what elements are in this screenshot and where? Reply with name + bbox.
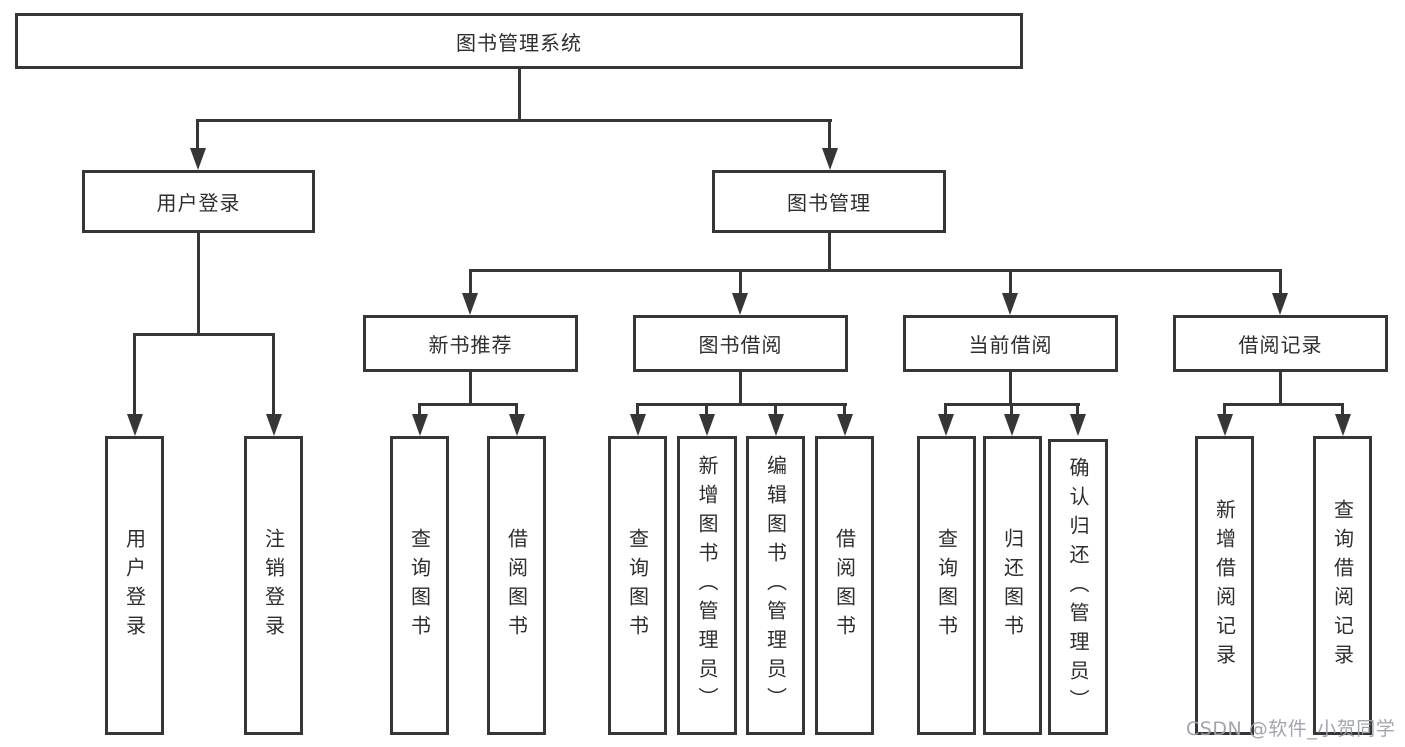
arrow-down-icon bbox=[1335, 414, 1351, 436]
connector-line bbox=[636, 403, 639, 419]
connector-line bbox=[843, 403, 846, 419]
arrow-down-icon bbox=[822, 148, 838, 170]
node-label: 用户登录 bbox=[156, 191, 241, 215]
connector-line bbox=[1223, 403, 1226, 419]
arrow-down-icon bbox=[1217, 414, 1233, 436]
connector-line bbox=[418, 403, 518, 406]
connector-line bbox=[469, 269, 1282, 272]
connector-line bbox=[705, 403, 708, 419]
node-current-borrowing: 当前借阅 bbox=[903, 315, 1118, 372]
arrow-down-icon bbox=[1004, 414, 1020, 436]
connector-line bbox=[1279, 269, 1282, 297]
leaf-label: 编辑图书（管理员） bbox=[763, 455, 788, 716]
leaf-label: 查询图书 bbox=[407, 527, 432, 644]
leaf-borrow-borrow-book: 借阅图书 bbox=[815, 436, 874, 735]
connector-line bbox=[1009, 371, 1012, 406]
arrow-down-icon bbox=[1272, 293, 1288, 315]
node-book-management: 图书管理 bbox=[712, 170, 946, 233]
leaf-label: 借阅图书 bbox=[832, 527, 857, 644]
node-label: 图书管理系统 bbox=[456, 30, 582, 55]
arrow-down-icon bbox=[938, 414, 954, 436]
leaf-label: 新增借阅记录 bbox=[1212, 498, 1237, 673]
leaf-logout: 注销登录 bbox=[244, 436, 303, 735]
connector-line bbox=[739, 371, 742, 406]
connector-line bbox=[1279, 371, 1282, 406]
connector-line bbox=[196, 119, 199, 151]
connector-line bbox=[469, 371, 472, 406]
connector-line bbox=[1341, 403, 1344, 419]
leaf-user-login: 用户登录 bbox=[105, 436, 164, 735]
arrow-down-icon bbox=[1002, 293, 1018, 315]
arrow-down-icon bbox=[1070, 414, 1086, 436]
connector-line bbox=[515, 403, 518, 419]
leaf-borrow-edit-book-admin: 编辑图书（管理员） bbox=[746, 436, 805, 735]
connector-line bbox=[1223, 403, 1344, 406]
node-label: 图书借阅 bbox=[698, 333, 783, 357]
node-library-management-system: 图书管理系统 bbox=[15, 13, 1023, 69]
node-borrowing-records: 借阅记录 bbox=[1173, 315, 1388, 372]
leaf-label: 注销登录 bbox=[261, 527, 286, 644]
connector-line bbox=[518, 69, 521, 120]
node-label: 新书推荐 bbox=[428, 333, 513, 357]
node-user-login: 用户登录 bbox=[82, 170, 315, 233]
connector-line bbox=[1009, 269, 1012, 297]
arrow-down-icon bbox=[266, 414, 282, 436]
connector-line bbox=[418, 403, 421, 419]
connector-line bbox=[828, 119, 831, 151]
leaf-label: 归还图书 bbox=[1000, 527, 1025, 644]
connector-line bbox=[133, 333, 275, 336]
leaf-label: 查询借阅记录 bbox=[1330, 498, 1355, 673]
arrow-down-icon bbox=[732, 293, 748, 315]
leaf-borrow-query-book: 查询图书 bbox=[608, 436, 667, 735]
connector-line bbox=[272, 333, 275, 417]
connector-line bbox=[828, 232, 831, 272]
connector-line bbox=[1010, 403, 1013, 419]
node-label: 借阅记录 bbox=[1238, 333, 1323, 357]
arrow-down-icon bbox=[699, 414, 715, 436]
arrow-down-icon bbox=[412, 414, 428, 436]
leaf-label: 查询图书 bbox=[625, 527, 650, 644]
arrow-down-icon bbox=[837, 414, 853, 436]
arrow-down-icon bbox=[630, 414, 646, 436]
arrow-down-icon bbox=[509, 414, 525, 436]
arrow-down-icon bbox=[127, 414, 143, 436]
leaf-borrow-add-book-admin: 新增图书（管理员） bbox=[677, 436, 737, 735]
leaf-current-return-book: 归还图书 bbox=[983, 436, 1042, 735]
node-label: 图书管理 bbox=[787, 191, 871, 215]
leaf-records-add-record: 新增借阅记录 bbox=[1195, 436, 1254, 735]
leaf-label: 用户登录 bbox=[122, 527, 147, 644]
leaf-current-query-book: 查询图书 bbox=[917, 436, 976, 735]
leaf-label: 确认归还（管理员） bbox=[1066, 456, 1090, 718]
leaf-label: 借阅图书 bbox=[504, 527, 529, 644]
leaf-current-confirm-return-admin: 确认归还（管理员） bbox=[1048, 439, 1108, 735]
node-book-borrowing: 图书借阅 bbox=[633, 315, 848, 372]
connector-line bbox=[774, 403, 777, 419]
connector-line bbox=[1076, 403, 1079, 419]
arrow-down-icon bbox=[768, 414, 784, 436]
leaf-label: 新增图书（管理员） bbox=[695, 455, 719, 716]
node-label: 当前借阅 bbox=[968, 333, 1053, 357]
csdn-watermark: CSDN @软件_小贺同学 bbox=[1186, 718, 1396, 740]
arrow-down-icon bbox=[462, 293, 478, 315]
node-new-book-recommendation: 新书推荐 bbox=[363, 315, 578, 372]
leaf-recommend-borrow-book: 借阅图书 bbox=[487, 436, 546, 735]
connector-line bbox=[944, 403, 947, 419]
leaf-records-query-record: 查询借阅记录 bbox=[1313, 436, 1372, 735]
connector-line bbox=[133, 333, 136, 417]
connector-line bbox=[636, 403, 847, 406]
leaf-recommend-query-book: 查询图书 bbox=[390, 436, 449, 735]
leaf-label: 查询图书 bbox=[934, 527, 959, 644]
arrow-down-icon bbox=[190, 148, 206, 170]
connector-line bbox=[196, 119, 832, 122]
connector-line bbox=[739, 269, 742, 297]
connector-line bbox=[469, 269, 472, 297]
connector-line bbox=[197, 232, 200, 336]
